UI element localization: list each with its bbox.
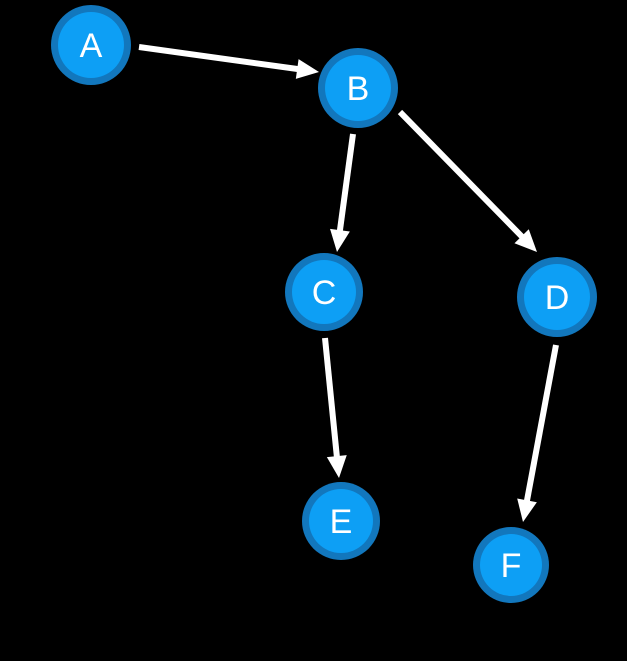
nodes-layer: A B C D E F [51, 5, 597, 603]
node-label-f: F [501, 547, 522, 585]
node-label-c: C [312, 274, 337, 312]
node-label-a: A [80, 27, 103, 65]
graph-node-c[interactable]: C [285, 253, 363, 331]
arrowhead-icon [517, 498, 537, 522]
node-fill [524, 264, 590, 330]
node-label-d: D [545, 279, 570, 317]
node-fill [325, 55, 391, 121]
arrowhead-icon [295, 59, 319, 79]
graph-node-a[interactable]: A [51, 5, 131, 85]
graph-node-d[interactable]: D [517, 257, 597, 337]
graph-edge-c-to-e [322, 337, 347, 478]
graph-node-e[interactable]: E [302, 482, 380, 560]
arrowhead-icon [326, 455, 347, 478]
node-fill [480, 534, 542, 596]
graph-edge-a-to-b [138, 44, 319, 79]
graph-node-b[interactable]: B [318, 48, 398, 128]
graph-edge-b-to-c [330, 133, 356, 252]
node-label-b: B [347, 70, 370, 108]
node-label-e: E [330, 503, 353, 541]
graph-edge-d-to-f [517, 344, 559, 522]
arrowhead-icon [330, 228, 350, 252]
node-fill [58, 12, 124, 78]
node-fill [292, 260, 356, 324]
arrowhead-icon [514, 229, 537, 252]
graph-edge-b-to-d [397, 109, 537, 252]
edges-layer [138, 44, 559, 522]
node-fill [309, 489, 373, 553]
graph-node-f[interactable]: F [473, 527, 549, 603]
